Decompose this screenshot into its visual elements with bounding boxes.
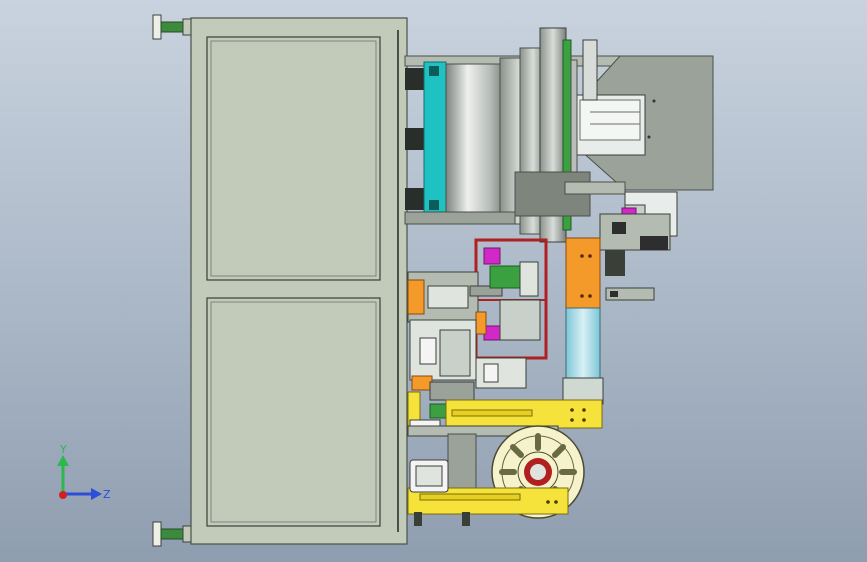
vertical-slide-unit (562, 237, 604, 405)
main-frame (190, 17, 408, 545)
leveling-foot-bottom (152, 521, 192, 547)
right-motor-units (599, 191, 678, 301)
lower-column (447, 433, 477, 489)
top-hopper-assembly (404, 39, 714, 191)
drum-base-rail (404, 171, 626, 225)
drum-shafts (405, 68, 427, 210)
y-axis-label: Y (59, 443, 67, 456)
bottom-motor (409, 459, 470, 526)
leveling-foot-top (152, 14, 192, 40)
z-axis-label: Z (103, 488, 111, 501)
middle-mechanism-cluster (407, 247, 541, 435)
coordinate-triad: Y Z (57, 443, 111, 501)
yellow-transfer-arm (407, 399, 603, 437)
